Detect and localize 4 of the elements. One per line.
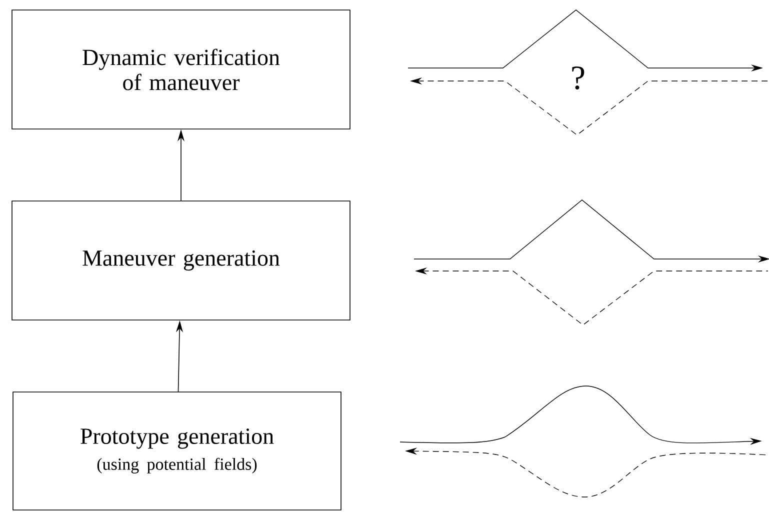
process-box: Maneuver generation bbox=[12, 200, 350, 320]
process-box: Prototype generation (using potential fields) bbox=[12, 392, 342, 510]
question-mark: ? bbox=[572, 66, 584, 90]
process-box: Dynamic verification of maneuver bbox=[12, 10, 350, 130]
